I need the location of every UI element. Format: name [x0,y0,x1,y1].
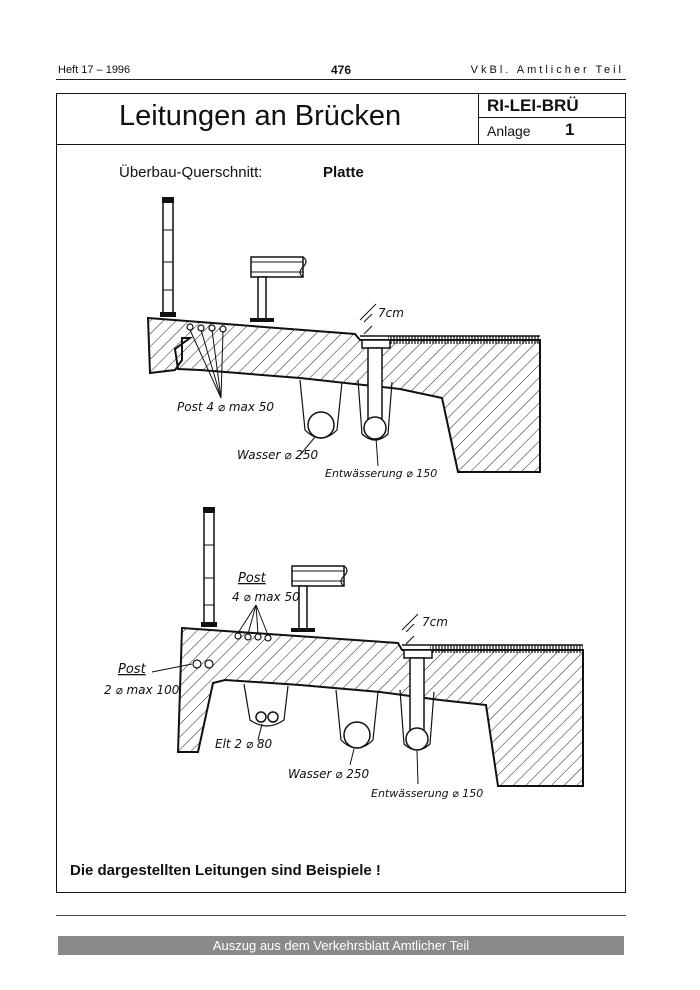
water-pipe-2 [335,689,379,749]
example-note: Die dargestellten Leitungen sind Beispie… [70,862,381,879]
drainage-label-1: Entwässerung ⌀ 150 [325,467,437,480]
drawing-sheet-frame: Leitungen an Brücken RI-LEI-BRÜ Anlage 1 [56,93,626,893]
post-side-label-2: Post [118,662,147,677]
drainage-label-2: Entwässerung ⌀ 150 [371,787,483,800]
header-rule [56,79,626,80]
dimension-label-1: 7cm [378,306,404,320]
section-label: Überbau-Querschnitt: [119,164,263,181]
anlage-number: 1 [565,120,575,139]
guard-rail-2 [291,565,348,632]
journal-title: VkBl. Amtlicher Teil [470,64,624,76]
guard-rail-1 [250,256,307,322]
electric-pipes-2 [243,683,289,727]
sheet-code: RI-LEI-BRÜ [479,94,626,118]
post-label-1: Post 4 ⌀ max 50 [177,400,274,414]
leader-lines-2 [151,604,419,785]
railing-post-1 [160,197,176,317]
title-block: Leitungen an Brücken RI-LEI-BRÜ Anlage 1 [57,94,626,145]
road-surface-2 [430,645,583,653]
footer-banner: Auszug aus dem Verkehrsblatt Amtlicher T… [58,936,624,955]
anlage-label: Anlage [487,123,531,139]
water-label-1: Wasser ⌀ 250 [237,448,319,462]
dimension-marker-2 [401,613,419,645]
dimension-label-2: 7cm [422,615,448,629]
sheet-title: Leitungen an Brücken [119,100,402,132]
issue-number: Heft 17 – 1996 [58,64,131,76]
cross-section-figure-1: 7cm Post 4 ⌀ max 50 Wasser ⌀ 250 Entwäss… [146,197,541,480]
railing-post-2 [201,507,217,627]
section-value: Platte [323,164,364,181]
electric-label-2: Elt 2 ⌀ 80 [215,737,273,751]
code-block: RI-LEI-BRÜ Anlage 1 [478,94,626,144]
post-top-size-2: 4 ⌀ max 50 [232,590,300,604]
dimension-marker-1 [359,303,377,335]
page-number: 476 [331,63,352,77]
footer-rule [56,915,626,916]
water-pipe-1 [299,379,343,439]
road-surface-1 [388,336,540,344]
drain-1 [357,339,393,441]
post-side-size-2: 2 ⌀ max 100 [104,683,180,697]
drain-2 [399,649,435,751]
water-label-2: Wasser ⌀ 250 [288,767,370,781]
post-ducts-1 [186,323,227,333]
leader-lines-1 [189,329,379,467]
post-top-label-2: Post [238,571,267,586]
cross-section-figure-2: 7cm Post 4 ⌀ max 50 Post 2 ⌀ max 100 Elt… [104,507,584,800]
